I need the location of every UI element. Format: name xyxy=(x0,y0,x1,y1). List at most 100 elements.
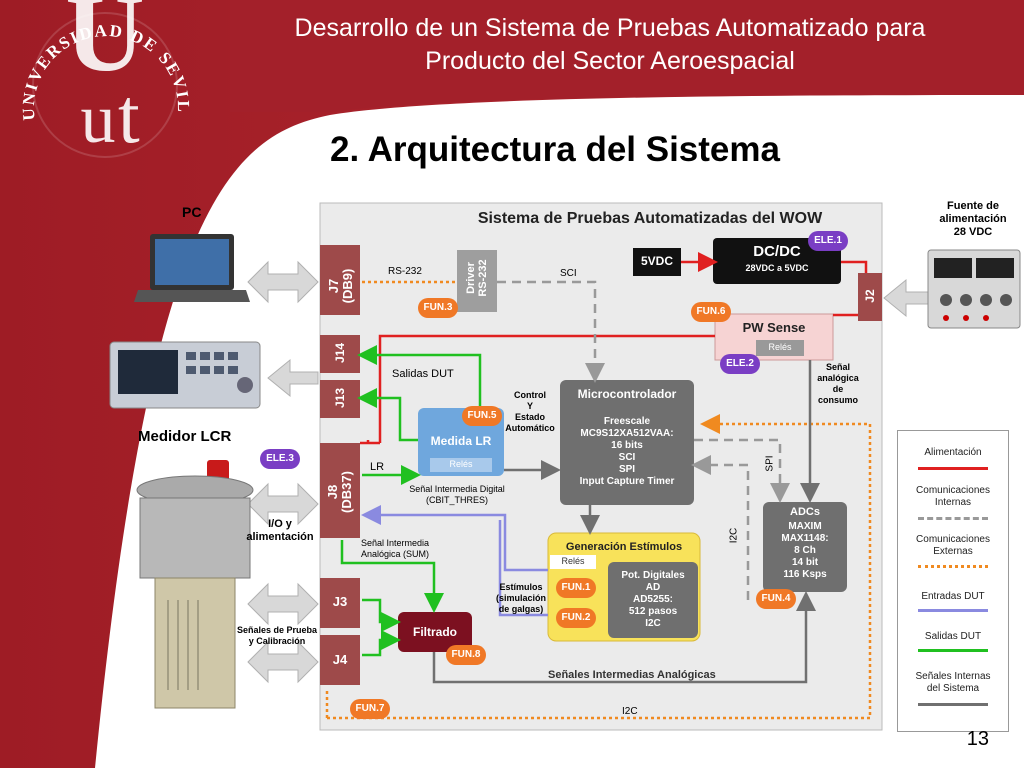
pc-laptop-icon xyxy=(134,234,250,302)
salidas-dut-line xyxy=(357,388,418,442)
estimulos-label: Estímulos (simulación de galgas) xyxy=(495,582,546,614)
pot-body: Pot. Digitales AD AD5255: 512 pasos I2C xyxy=(621,570,685,629)
lcr-label: Medidor LCR xyxy=(138,428,232,445)
j2-label: J2 xyxy=(863,289,877,303)
badge-fun5: FUN.5 xyxy=(462,406,502,426)
lcr-arrow xyxy=(267,358,319,398)
lr-label: LR xyxy=(370,461,385,473)
gen-relay xyxy=(550,555,596,569)
lr-title: Medida LR xyxy=(430,434,492,448)
estimulos-line xyxy=(498,520,548,617)
lr-relay xyxy=(430,458,492,472)
spi-label: SPI xyxy=(764,455,776,472)
filtrado-label: Filtrado xyxy=(413,625,457,639)
j3-filter-line xyxy=(362,598,401,632)
badge-fun2: FUN.2 xyxy=(556,608,596,628)
badge-fun8: FUN.8 xyxy=(446,645,486,665)
adc-title: ADCs xyxy=(790,506,820,518)
i2c-bottom-label: I2C xyxy=(622,706,638,717)
signals-arrow-2 xyxy=(247,640,319,684)
section-title: 2. Arquitectura del Sistema xyxy=(330,130,780,169)
legend-line-com-externas xyxy=(918,565,988,568)
io-label: I/O y alimentación xyxy=(246,518,314,543)
control-label: Control Y Estado Automático xyxy=(505,390,555,433)
i2c-vertical-label: I2C xyxy=(728,527,740,544)
legend-line-com-internas xyxy=(918,517,988,520)
svg-text:t: t xyxy=(118,72,140,159)
senales-intermedias-label: Señales Intermedias Analógicas xyxy=(548,669,716,681)
dcdc-block xyxy=(713,238,841,284)
badge-fun3: FUN.3 xyxy=(418,298,458,318)
gen-relay-label: Relés xyxy=(561,556,585,566)
external-comms-loop xyxy=(327,414,872,720)
pw-sense-title: PW Sense xyxy=(742,320,806,335)
j14-label: J14 xyxy=(333,342,347,364)
j4-label: J4 xyxy=(332,652,348,667)
spi-line xyxy=(694,438,790,503)
sci-label: SCI xyxy=(560,268,577,279)
svg-text:U: U xyxy=(65,0,144,94)
page-number: 13 xyxy=(966,728,989,750)
5vdc-label: 5VDC xyxy=(640,254,673,268)
connector-j4 xyxy=(320,635,360,685)
legend-label-com-externas: Comunicaciones Externas xyxy=(916,534,990,557)
legend-label-salidas-dut: Salidas DUT xyxy=(924,631,982,642)
senal-digital-label: Señal Intermedia Digital (CBIT_THRES) xyxy=(409,484,505,505)
signals-label: Señales de Prueba y Calibración xyxy=(236,625,318,646)
sum-line xyxy=(340,540,444,613)
badge-fun7: FUN.7 xyxy=(350,699,390,719)
legend-label-alimentacion: Alimentación xyxy=(924,447,982,458)
j3-label: J3 xyxy=(332,594,348,609)
legend-line-salidas-dut xyxy=(918,649,988,652)
driver-block xyxy=(457,250,497,312)
signals-arrow-1 xyxy=(247,582,319,626)
pw-relay xyxy=(756,340,804,356)
dcdc-sub: 28VDC a 5VDC xyxy=(745,263,809,273)
senal-consumo-label: Señal analógica de consumo xyxy=(817,362,859,405)
power-supply-label: Fuente de alimentación 28 VDC xyxy=(939,200,1007,238)
system-title: Sistema de Pruebas Automatizadas del WOW xyxy=(477,210,823,227)
connector-j7 xyxy=(320,245,360,315)
badge-ele2: ELE.2 xyxy=(720,354,760,374)
legend-label-com-internas: Comunicaciones Internas xyxy=(916,485,990,508)
pot-block xyxy=(608,562,698,638)
connector-j13 xyxy=(320,380,360,418)
power-line xyxy=(378,334,715,443)
filtrado-block xyxy=(398,612,472,652)
j7-label: J7 (DB9) xyxy=(326,268,355,304)
legend-line-senales-internas xyxy=(918,703,988,706)
micro-title: Microcontrolador xyxy=(577,387,677,401)
j4-filter-line xyxy=(362,630,401,657)
driver-label: Driver RS-232 xyxy=(465,259,489,297)
badge-ele3: ELE.3 xyxy=(260,449,300,469)
adc-body: MAXIM MAX1148: 8 Ch 14 bit 116 Ksps xyxy=(781,521,829,580)
lr-relay-label: Relés xyxy=(449,459,473,469)
power-supply-arrow xyxy=(883,278,929,318)
5vdc-block xyxy=(633,248,681,276)
badge-fun6: FUN.6 xyxy=(691,302,731,322)
pc-arrow xyxy=(247,260,319,304)
connector-j3 xyxy=(320,578,360,628)
sci-line xyxy=(497,280,605,383)
header-title-line1: Desarrollo de un Sistema de Pruebas Auto… xyxy=(294,14,926,42)
power-line xyxy=(841,260,868,273)
badge-ele1: ELE.1 xyxy=(808,231,848,251)
pc-label: PC xyxy=(182,204,202,220)
header-title-line2: Producto del Sector Aeroespacial xyxy=(425,47,795,75)
connector-j8 xyxy=(320,443,360,538)
connector-j2 xyxy=(858,273,882,321)
connector-j14 xyxy=(320,335,360,373)
senales-intermedias-line xyxy=(432,591,816,684)
i2c-line xyxy=(691,455,750,600)
legend-line-alimentacion xyxy=(918,467,988,470)
micro-body: Freescale MC9S12XA512VAA: 16 bits SCI SP… xyxy=(579,416,675,487)
slide-header: Desarrollo de un Sistema de Pruebas Auto… xyxy=(230,12,990,78)
badge-fun1: FUN.1 xyxy=(556,578,596,598)
microcontroller-block xyxy=(560,380,694,505)
j13-label: J13 xyxy=(333,387,347,409)
power-supply-icon xyxy=(927,249,1021,329)
legend: Alimentación Comunicaciones Internas Com… xyxy=(897,430,1009,732)
salidas-dut-line xyxy=(357,345,482,408)
salidas-dut-label: Salidas DUT xyxy=(392,368,454,380)
